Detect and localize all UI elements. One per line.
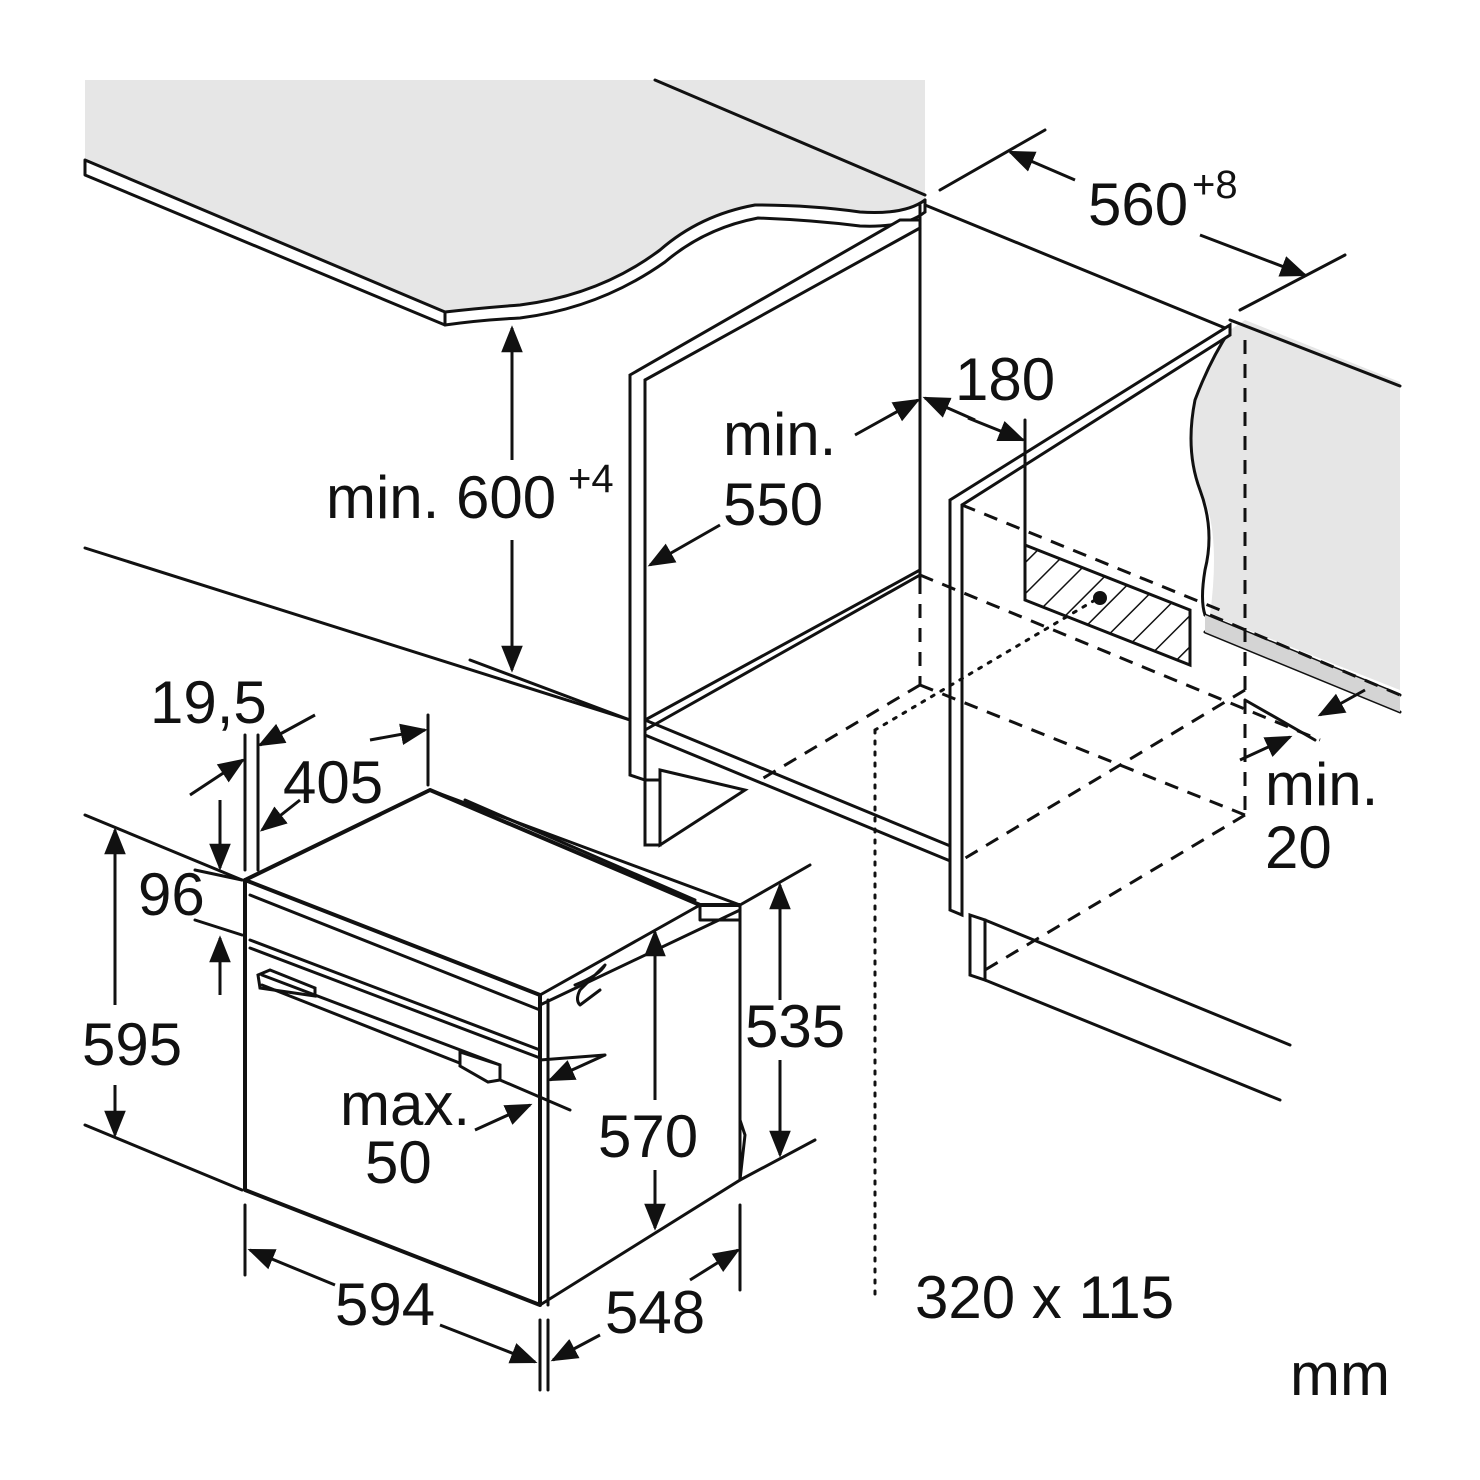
unit-label: mm: [1290, 1341, 1390, 1408]
vent-offset-label: 180: [955, 346, 1055, 413]
oven-height-label: 595: [82, 1011, 182, 1078]
body-height-label: 535: [745, 993, 845, 1060]
door-height-label: 570: [598, 1103, 698, 1170]
niche-height-label: min. 600: [326, 464, 556, 531]
dimension-labels: 560 +8 min. 600 +4 min. 550 180 min. 20 …: [82, 163, 1390, 1408]
rear-gap-label-line2: 20: [1265, 814, 1332, 881]
oven-width-label: 594: [335, 1271, 435, 1338]
oven: [243, 788, 747, 1307]
vent-opening-label: 320 x 115: [915, 1264, 1174, 1331]
countertop-left: [83, 80, 927, 327]
niche-height-tolerance: +4: [568, 457, 614, 501]
panel-thickness-label: 19,5: [150, 669, 267, 736]
max-protrusion-label-line1: max.: [340, 1071, 470, 1138]
max-protrusion-label-line2: 50: [365, 1129, 432, 1196]
vent-opening: [873, 418, 1192, 1297]
dimension-lines: [83, 128, 1366, 1392]
niche-width-label: 560: [1088, 171, 1188, 238]
hidden-edges: [759, 340, 1401, 972]
cabinet-left-panel: [628, 203, 922, 848]
niche-depth-label-line1: min.: [723, 401, 836, 468]
countertop-right: [1189, 318, 1402, 714]
handle-offset-label: 405: [283, 749, 383, 816]
oven-handle: [256, 968, 502, 1084]
control-panel-height-label: 96: [138, 861, 205, 928]
rear-gap-label-line1: min.: [1265, 751, 1378, 818]
niche-width-tolerance: +8: [1192, 163, 1238, 207]
niche-depth-label-line2: 550: [723, 471, 823, 538]
oven-depth-label: 548: [605, 1279, 705, 1346]
